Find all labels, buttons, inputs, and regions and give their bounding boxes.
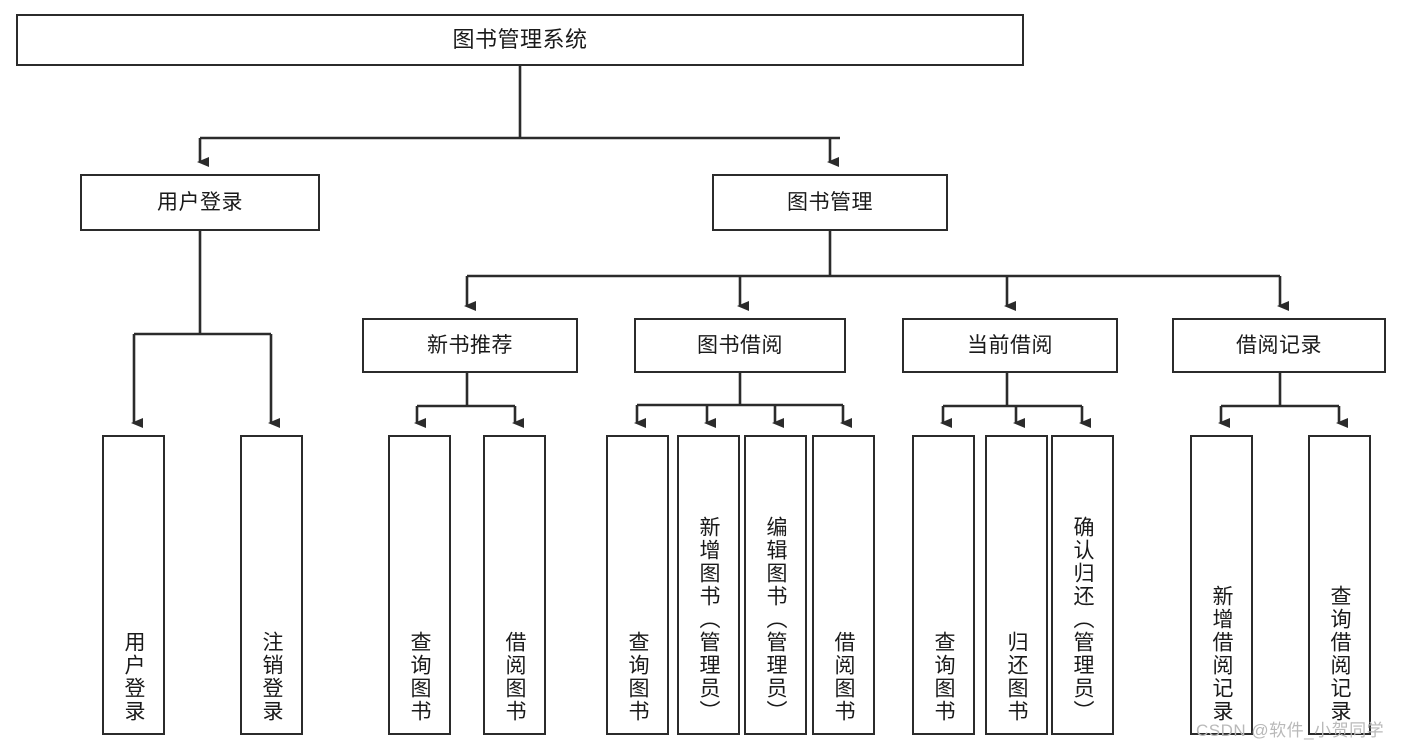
node-leaf-query-borrow-record[interactable]: 查询借阅记录: [1308, 435, 1371, 735]
watermark: CSDN @软件_小贺同学: [1196, 721, 1385, 740]
node-leaf-add-book-admin[interactable]: 新增图书（管理员）: [677, 435, 740, 735]
node-label: 新书推荐: [427, 333, 513, 357]
node-book-borrow[interactable]: 图书借阅: [634, 318, 846, 373]
node-borrow-records[interactable]: 借阅记录: [1172, 318, 1386, 373]
node-label: 查询图书: [932, 631, 955, 723]
node-leaf-query-books-3[interactable]: 查询图书: [912, 435, 975, 735]
node-label: 新增借阅记录: [1210, 585, 1233, 723]
node-leaf-return-books[interactable]: 归还图书: [985, 435, 1048, 735]
node-label: 图书管理系统: [452, 26, 588, 52]
node-leaf-add-borrow-record[interactable]: 新增借阅记录: [1190, 435, 1253, 735]
node-label: 借阅图书: [503, 631, 526, 723]
node-leaf-confirm-return-admin[interactable]: 确认归还（管理员）: [1051, 435, 1114, 735]
node-leaf-user-login[interactable]: 用户登录: [102, 435, 165, 735]
node-current-borrow[interactable]: 当前借阅: [902, 318, 1118, 373]
node-leaf-logout[interactable]: 注销登录: [240, 435, 303, 735]
node-label: 归还图书: [1005, 631, 1028, 723]
node-label: 用户登录: [157, 190, 243, 214]
node-leaf-query-books-1[interactable]: 查询图书: [388, 435, 451, 735]
node-label: 编辑图书（管理员）: [764, 516, 787, 723]
node-book-management[interactable]: 图书管理: [712, 174, 948, 231]
node-leaf-borrow-books-2[interactable]: 借阅图书: [812, 435, 875, 735]
node-label: 借阅图书: [832, 631, 855, 723]
node-label: 用户登录: [122, 631, 145, 723]
node-label: 注销登录: [260, 631, 283, 723]
node-label: 查询图书: [408, 631, 431, 723]
node-label: 查询图书: [626, 631, 649, 723]
node-label: 借阅记录: [1236, 333, 1322, 357]
node-label: 图书借阅: [697, 333, 783, 357]
node-leaf-query-books-2[interactable]: 查询图书: [606, 435, 669, 735]
node-label: 确认归还（管理员）: [1071, 516, 1094, 723]
node-label: 查询借阅记录: [1328, 585, 1351, 723]
node-label: 图书管理: [787, 190, 873, 214]
node-root[interactable]: 图书管理系统: [16, 14, 1024, 66]
node-new-book-recommend[interactable]: 新书推荐: [362, 318, 578, 373]
node-leaf-borrow-books-1[interactable]: 借阅图书: [483, 435, 546, 735]
node-user-login[interactable]: 用户登录: [80, 174, 320, 231]
node-label: 新增图书（管理员）: [697, 516, 720, 723]
node-leaf-edit-book-admin[interactable]: 编辑图书（管理员）: [744, 435, 807, 735]
node-label: 当前借阅: [967, 333, 1053, 357]
